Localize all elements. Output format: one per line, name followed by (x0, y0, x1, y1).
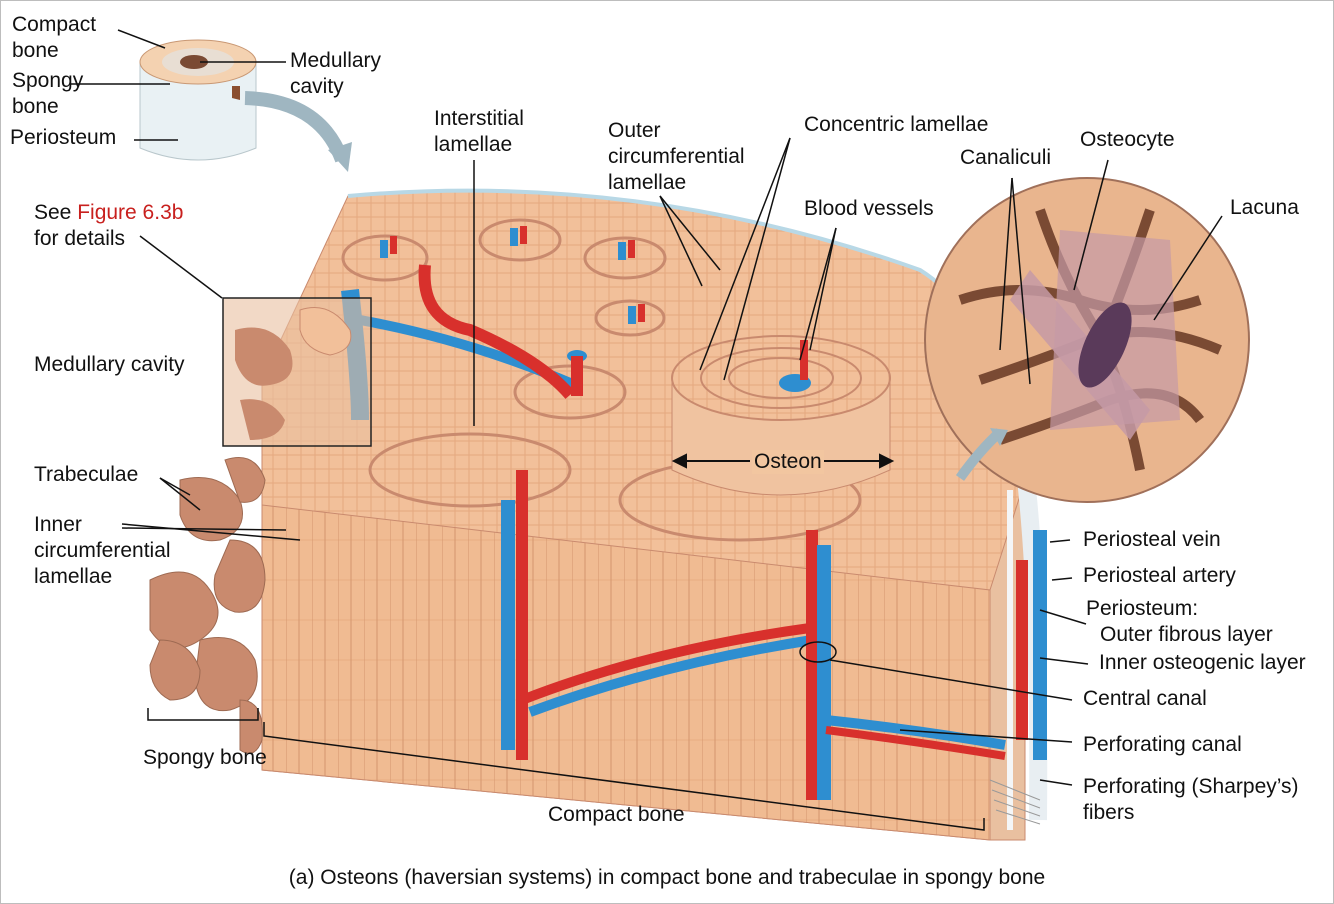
label-line: Spongy (12, 69, 84, 92)
label-interstitial-lamellae: Interstitial lamellae (434, 106, 524, 158)
label-inner-osteogenic-layer: Inner osteogenic layer (1099, 651, 1306, 674)
label-line: for details (34, 227, 126, 250)
label-line: Outer (608, 119, 661, 142)
label-line: fibers (1083, 801, 1135, 824)
figure-reference-link[interactable]: Figure 6.3b (77, 201, 184, 224)
label-outer-circumferential-lamellae: Outer circumferential lamellae (608, 118, 745, 196)
label-line: Medullary (290, 49, 382, 72)
label-see-figure: See Figure 6.3b for details (34, 200, 183, 252)
figure-caption: (a) Osteons (haversian systems) in compa… (288, 866, 1046, 889)
label-perforating-canal: Perforating canal (1083, 733, 1242, 756)
label-line: Compact (12, 13, 97, 36)
label-inset-medullary-cavity: Medullary cavity (290, 48, 381, 100)
label-line: Outer fibrous layer (1100, 623, 1273, 646)
label-inset-compact-bone: Compact bone (12, 12, 96, 64)
label-line: Perforating (Sharpey’s) (1083, 775, 1299, 798)
label-spongy-bone: Spongy bone (143, 746, 267, 769)
label-line: circumferential (608, 145, 745, 168)
label-line: Interstitial (434, 107, 524, 130)
label-line: lamellae (34, 565, 113, 588)
osteon-dimension-arrow (671, 453, 895, 469)
label-line: circumferential (34, 539, 171, 562)
label-line: lamellae (608, 171, 687, 194)
label-inner-circumferential-lamellae: Inner circumferential lamellae (34, 512, 171, 590)
detail-box (222, 297, 372, 447)
inset-arrow (244, 91, 349, 163)
label-trabeculae: Trabeculae (34, 463, 139, 486)
label-perforating-fibers: Perforating (Sharpey’s) fibers (1083, 774, 1299, 826)
label-blood-vessels: Blood vessels (804, 197, 934, 220)
label-medullary-cavity: Medullary cavity (34, 353, 185, 376)
label-lacuna: Lacuna (1230, 196, 1299, 219)
osteons (341, 218, 862, 542)
label-line: Inner (34, 513, 82, 536)
label-periosteum-outer-fibrous: Periosteum: Outer fibrous layer (1086, 596, 1273, 648)
osteon-cylinder (671, 335, 891, 496)
trabeculae (149, 457, 266, 754)
label-canaliculi: Canaliculi (960, 146, 1052, 169)
label-line: lamellae (434, 133, 513, 156)
sharpeys-fibers (989, 779, 1041, 825)
label-line: bone (12, 95, 59, 118)
label-periosteal-artery: Periosteal artery (1083, 564, 1236, 587)
label-osteocyte: Osteocyte (1080, 128, 1175, 151)
label-central-canal: Central canal (1083, 687, 1207, 710)
label-osteon: Osteon (752, 450, 824, 474)
label-concentric-lamellae: Concentric lamellae (804, 113, 989, 136)
label-inset-periosteum: Periosteum (10, 126, 117, 149)
label-line: Periosteum: (1086, 597, 1199, 620)
label-compact-bone: Compact bone (548, 803, 685, 826)
label-line: bone (12, 39, 59, 62)
label-inset-spongy-bone: Spongy bone (12, 68, 83, 120)
label-periosteal-vein: Periosteal vein (1083, 528, 1221, 551)
label-see-prefix: See (34, 201, 78, 224)
leader-lines (70, 29, 1223, 831)
label-line: cavity (290, 75, 344, 98)
inset-long-bone (139, 39, 257, 161)
blood-vessels (341, 226, 1047, 800)
